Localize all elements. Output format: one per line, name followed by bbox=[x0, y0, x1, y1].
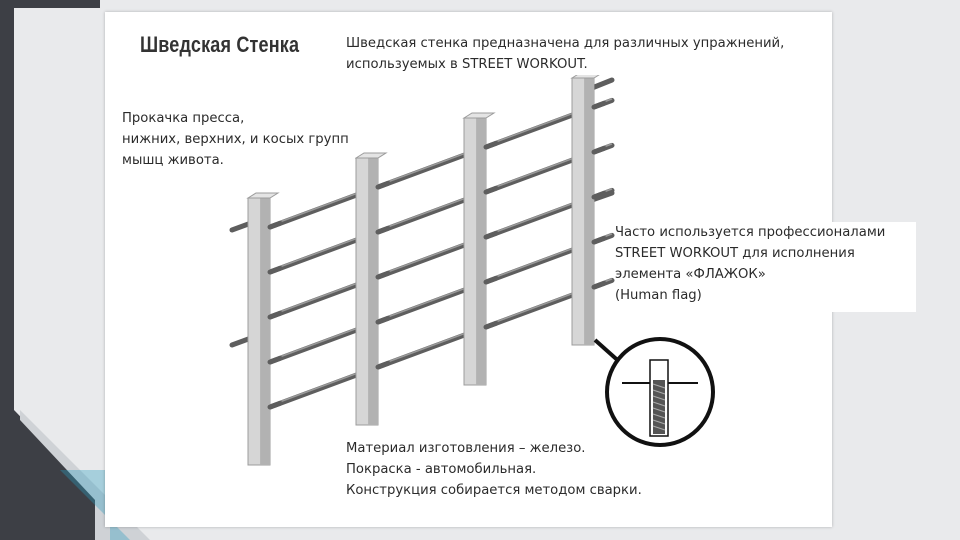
rung-stub bbox=[267, 400, 283, 410]
rung-stub bbox=[375, 270, 391, 280]
flag-line: элемента «ФЛАЖОК» bbox=[615, 267, 766, 282]
rung-highlight bbox=[261, 98, 613, 230]
post-shade bbox=[584, 78, 594, 345]
slide-title: Шведская Стенка bbox=[140, 32, 300, 57]
abs-line: нижних, верхних, и косых групп bbox=[122, 132, 349, 147]
posts bbox=[246, 72, 604, 466]
rung-stub bbox=[375, 360, 391, 370]
human-flag-text: Часто используется профессионалами STREE… bbox=[615, 222, 916, 312]
post-cap bbox=[354, 152, 388, 159]
flag-line: Часто используется профессионалами bbox=[615, 225, 886, 240]
intro-line: используемых в STREET WORKOUT. bbox=[346, 57, 588, 72]
flag-line: STREET WORKOUT для исполнения bbox=[615, 246, 855, 261]
rungs-front bbox=[267, 100, 607, 410]
rung-highlight bbox=[261, 143, 613, 275]
post-shade bbox=[368, 158, 378, 425]
rung-stub bbox=[483, 320, 499, 330]
rung bbox=[259, 187, 615, 323]
rung-stub bbox=[267, 310, 283, 320]
rung-stub bbox=[591, 190, 607, 200]
abs-line: мышц живота. bbox=[122, 153, 224, 168]
intro-text: Шведская стенка предназначена для различ… bbox=[346, 33, 791, 75]
rung-stub bbox=[267, 220, 283, 230]
rung-stub bbox=[267, 265, 283, 275]
rung-stub bbox=[591, 235, 607, 245]
material-line: Материал изготовления – железо. bbox=[346, 441, 586, 456]
rung-stub bbox=[483, 140, 499, 150]
material-text: Материал изготовления – железо. Покраска… bbox=[346, 438, 642, 501]
rung bbox=[259, 97, 615, 233]
rung-stub bbox=[483, 275, 499, 285]
intro-line: Шведская стенка предназначена для различ… bbox=[346, 36, 785, 51]
abs-line: Прокачка пресса, bbox=[122, 111, 245, 126]
rung bbox=[259, 142, 615, 278]
rung-stub bbox=[483, 185, 499, 195]
material-line: Покраска - автомобильная. bbox=[346, 462, 537, 477]
rung-stub bbox=[591, 145, 607, 155]
rung-stub bbox=[267, 355, 283, 365]
rung-highlight bbox=[261, 278, 613, 410]
rung-stub bbox=[375, 180, 391, 190]
rung bbox=[259, 232, 615, 368]
abs-text: Прокачка пресса, нижних, верхних, и косы… bbox=[122, 108, 355, 171]
post-shade bbox=[260, 198, 270, 465]
rung-stub bbox=[483, 230, 499, 240]
post-cap bbox=[462, 112, 496, 119]
material-line: Конструкция собирается методом сварки. bbox=[346, 483, 642, 498]
rung-stub bbox=[591, 100, 607, 110]
dark-accent-stripe bbox=[0, 0, 140, 540]
rung-highlight bbox=[261, 188, 613, 320]
weld-joint-detail-icon bbox=[605, 337, 715, 447]
post-shade bbox=[476, 118, 486, 385]
rung bbox=[259, 277, 615, 413]
rungs-back bbox=[229, 77, 615, 413]
outrigger-bar bbox=[589, 77, 615, 91]
rung-stub bbox=[375, 315, 391, 325]
flag-line: (Human flag) bbox=[615, 288, 702, 303]
post-cap bbox=[246, 192, 280, 199]
rung-stub bbox=[375, 225, 391, 235]
rung-highlight bbox=[261, 233, 613, 365]
rung-stub bbox=[591, 280, 607, 290]
